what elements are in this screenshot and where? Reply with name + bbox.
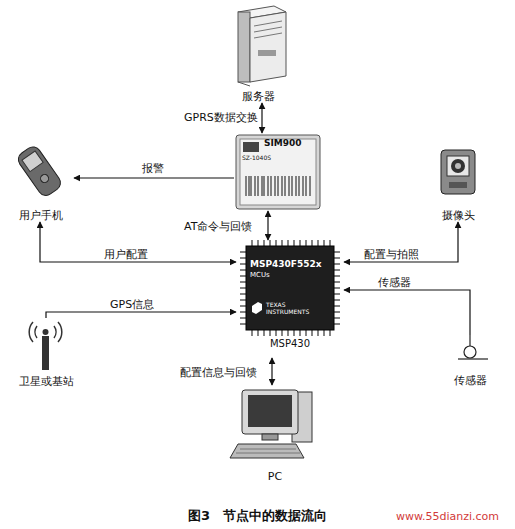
node-label: 传感器 [445, 375, 495, 387]
flow-arrow [46, 312, 236, 318]
node-label: MSP430F552x [250, 260, 322, 270]
camera-icon [441, 150, 475, 194]
gsm-module-node: SIM900SZ-1040S [234, 133, 322, 211]
edge-label: GPRS数据交换 [184, 110, 258, 125]
pc-node: PC [225, 385, 325, 483]
edge-label: 配置与拍照 [364, 247, 419, 262]
edge-label: 传感器 [378, 275, 411, 290]
gsm-module-board [236, 135, 320, 209]
phone-icon [15, 144, 63, 199]
flow-arrow [271, 358, 272, 385]
flow-arrow [267, 211, 268, 240]
edge-label: GPS信息 [110, 297, 154, 312]
sensor-node: 传感器 [445, 335, 495, 387]
phone-node: 用户手机 [8, 140, 74, 222]
edge-label: AT命令与回馈 [184, 219, 252, 234]
node-label: SIM900 [264, 139, 302, 149]
antenna-node: 卫星或基站 [5, 318, 87, 388]
node-label: SZ-1040S [242, 155, 271, 162]
camera-node: 摄像头 [425, 140, 491, 222]
watermark: www.55dianzi.com [396, 510, 499, 523]
node-label: 用户手机 [8, 210, 74, 222]
server-node: 服务器 [222, 5, 294, 103]
node-label: 摄像头 [425, 210, 491, 222]
figure-caption: 图3 节点中的数据流向 [0, 507, 515, 525]
flow-arrow [261, 103, 262, 133]
edge-label: 报警 [142, 161, 164, 176]
flow-arrow [344, 222, 458, 262]
edge-label: 用户配置 [104, 247, 148, 262]
antenna-icon [29, 322, 62, 370]
node-label: 服务器 [222, 91, 294, 103]
flow-arrow [344, 290, 470, 335]
sensor-symbol [458, 335, 488, 359]
node-label: MSP430 [236, 338, 344, 349]
node-label: TEXAS INSTRUMENTS [266, 302, 310, 315]
node-label: MCUs [250, 272, 270, 280]
edge-label: 配置信息与回馈 [180, 365, 257, 380]
node-label: PC [225, 471, 325, 483]
pc-icon [230, 390, 312, 458]
node-label: 卫星或基站 [5, 376, 87, 388]
flow-arrow [74, 177, 234, 178]
mcu-chip [240, 240, 340, 336]
mcu-node: MSP430F552xMCUsTEXAS INSTRUMENTS MSP430 [236, 240, 344, 358]
server-icon [238, 6, 286, 86]
